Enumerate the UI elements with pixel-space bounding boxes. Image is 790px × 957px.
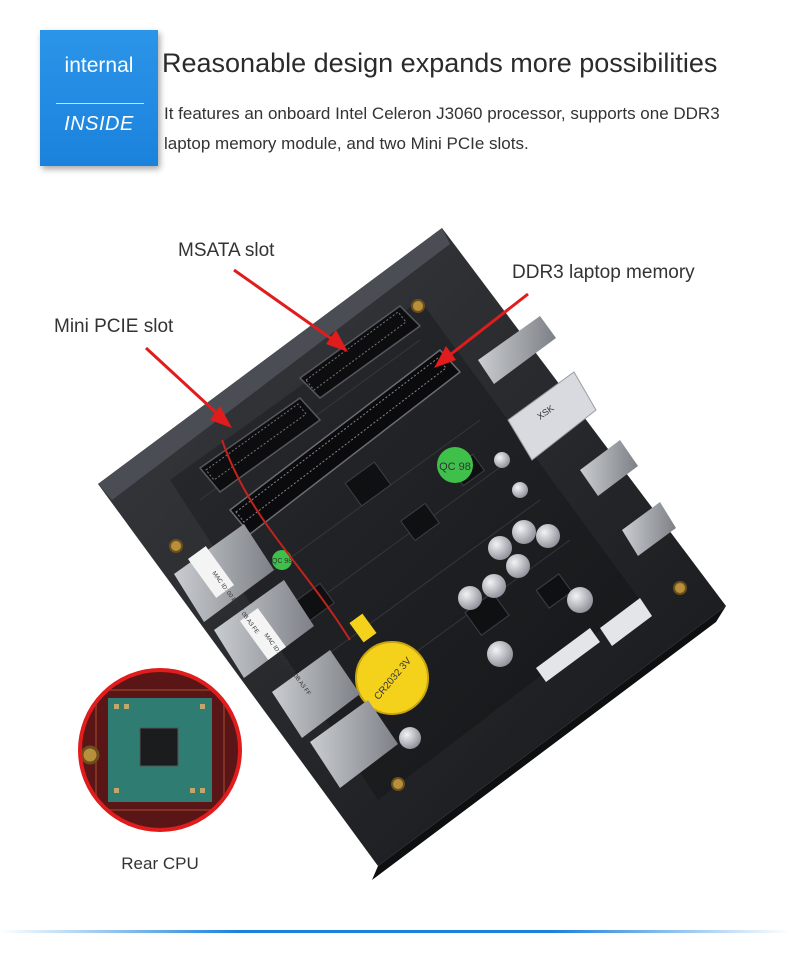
- red-wire: [221, 439, 351, 641]
- msata-callout: MSATA slot: [178, 240, 275, 261]
- rear-cpu-label: Rear CPU: [121, 854, 198, 873]
- qc-sticker-2: QC 98: [272, 550, 292, 570]
- standoff-group: [169, 299, 687, 791]
- chip-group: [295, 453, 573, 637]
- qc-sticker-1: QC 98: [437, 447, 473, 483]
- capacitor-group: [399, 452, 593, 749]
- cmos-battery: CR2032 3V: [349, 613, 429, 715]
- mini-pcie-callout: Mini PCIE slot: [54, 316, 174, 337]
- qc-sticker-1-text: QC 98: [439, 461, 471, 473]
- qc-sticker-2-text: QC 98: [272, 558, 292, 565]
- port-group-right: XSK: [478, 316, 676, 682]
- rear-cpu-inset: Rear CPU: [78, 668, 242, 873]
- badge-divider: [56, 103, 144, 104]
- mini-pcie-slot: [198, 397, 322, 494]
- section-headline: Reasonable design expands more possibili…: [162, 48, 718, 78]
- msata-slot: [298, 305, 422, 399]
- footer-divider: [0, 930, 790, 933]
- internal-inside-badge: internal INSIDE: [40, 30, 158, 166]
- badge-bottom-text: INSIDE: [64, 113, 134, 135]
- section-description: It features an onboard Intel Celeron J30…: [164, 104, 720, 153]
- ddr3-callout: DDR3 laptop memory: [512, 262, 695, 283]
- callout-arrows: [144, 268, 529, 428]
- badge-top-text: internal: [64, 54, 134, 77]
